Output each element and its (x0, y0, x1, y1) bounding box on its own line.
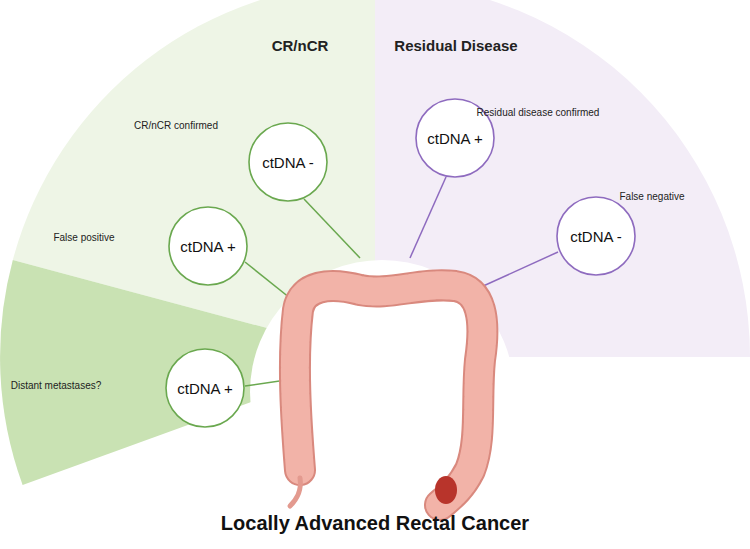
node-text: ctDNA - (556, 196, 636, 276)
circle-shape (249, 123, 327, 201)
section-heading: CR/nCR (272, 37, 329, 54)
node-text: ctDNA - (248, 122, 328, 202)
colon-body (295, 285, 482, 505)
center-disc (250, 260, 514, 524)
tumor (435, 476, 457, 504)
appendix (290, 478, 300, 506)
annotation-label: CR/nCR confirmed (134, 120, 218, 131)
section-heading: Residual Disease (394, 37, 517, 54)
circle-shape (557, 197, 635, 275)
colon-outline (295, 285, 482, 505)
leader-line (410, 177, 446, 258)
leader-line (304, 199, 360, 258)
annotation-label: Distant metastases? (11, 380, 102, 391)
annotation-label: False negative (619, 191, 684, 202)
ctdna-circle: ctDNA - (556, 196, 636, 276)
node-text: ctDNA + (168, 206, 248, 286)
annotation-label: Residual disease confirmed (477, 107, 600, 118)
circle-shape (166, 349, 244, 427)
annotation-label: False positive (53, 232, 114, 243)
figure-title: Locally Advanced Rectal Cancer (221, 512, 529, 535)
ctdna-circle: ctDNA + (168, 206, 248, 286)
colon-illustration (290, 285, 482, 506)
circle-shape (169, 207, 247, 285)
ctdna-circle: ctDNA - (248, 122, 328, 202)
node-text: ctDNA + (165, 348, 245, 428)
ctdna-circle: ctDNA + (165, 348, 245, 428)
